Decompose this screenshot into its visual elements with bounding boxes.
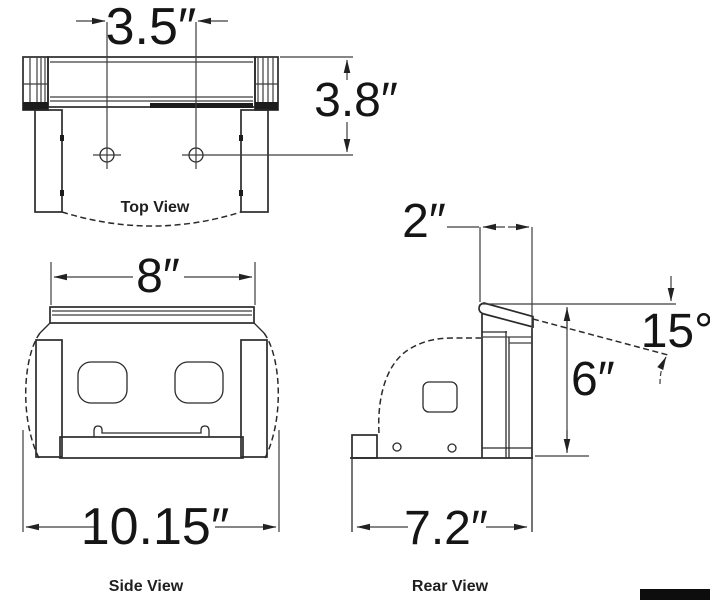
rear-tilted-flap [478,302,534,329]
rear-small-hole [447,443,457,453]
corner-black-bar [640,589,710,600]
side-right-panel [240,339,268,458]
rear-body-profile [377,337,481,434]
dim-height: 6″ [535,307,615,457]
dim-base-depth: 7.2″ [356,502,528,555]
top-left-hole [93,141,121,169]
side-left-panel [35,339,63,458]
flap-hidden-extension [532,318,669,356]
rear-view-label: Rear View [412,578,489,595]
rear-square-hole [422,381,458,413]
dim-text-base-depth: 7.2″ [404,502,488,555]
side-right-opening [174,361,224,404]
dim-depth: 3.8″ [280,56,398,153]
top-right-end-cap [254,56,279,111]
dim-text-bar-width: 8″ [136,250,180,303]
dim-hole-spacing: 3.5″ [76,0,228,141]
side-view [25,306,279,461]
rear-view [350,302,669,532]
top-curved-edge [61,211,242,227]
rear-rails [481,314,533,458]
side-view-label: Side View [109,578,184,595]
dim-text-flap-angle: 15° [641,305,710,358]
top-right-hole [182,141,353,169]
top-right-flange [240,109,269,213]
dim-text-hole-spacing: 3.5″ [106,0,197,56]
dim-text-height: 6″ [571,353,615,406]
side-left-opening [77,361,128,404]
bar-shadow-edge [150,103,253,108]
top-left-flange [34,109,63,213]
top-bar [47,56,256,108]
side-bottom-bar [59,436,244,459]
dim-overall-width: 10.15″ [22,430,280,556]
dim-text-rail-width: 2″ [402,195,446,248]
rear-small-hole [392,442,402,452]
top-view: Top View [22,56,353,227]
angle-arc [657,356,667,385]
side-top-bar [49,306,255,324]
side-left-arc [25,332,41,461]
top-view-label: Top View [121,199,190,216]
rear-foot-block [351,434,378,459]
side-strap-slot [93,425,210,437]
top-left-end-cap [22,56,49,111]
dim-text-overall-width: 10.15″ [81,498,230,556]
dim-bar-width: 8″ [50,250,256,305]
dim-text-depth: 3.8″ [314,74,398,127]
side-right-arc [263,332,279,461]
dim-flap-angle: 15° [482,276,710,385]
dim-rail-width: 2″ [402,195,533,330]
